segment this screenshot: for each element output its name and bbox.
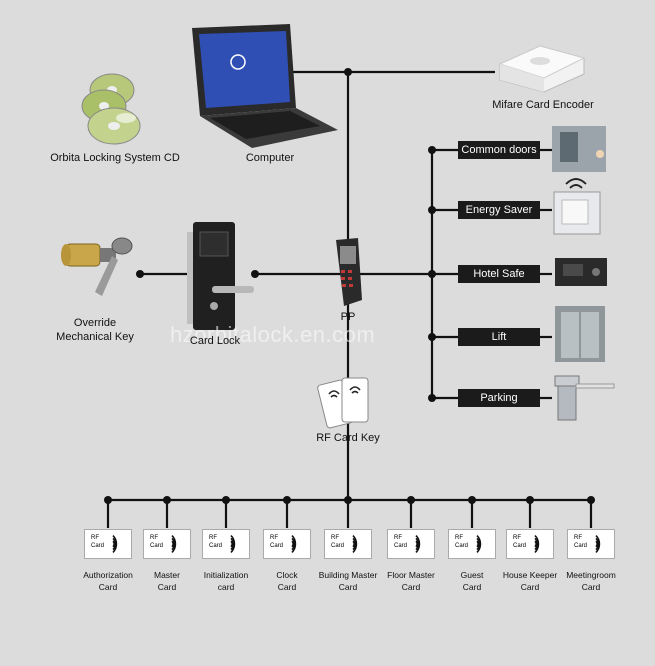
- card-lock-label: Card Lock: [189, 335, 241, 347]
- card-type-label: Authorization Card: [83, 570, 133, 592]
- rf-card-icon: RF Card: [567, 529, 615, 559]
- card-face-text: RF Card: [150, 535, 164, 549]
- mechanical-key-icon: [61, 237, 133, 296]
- override-key-label: Override Mechanical Key: [56, 317, 134, 343]
- watermark: hzorbitalock.en.com: [170, 322, 376, 347]
- wireless-signal-icon: [171, 535, 177, 553]
- card-face-text: RF Card: [394, 535, 408, 549]
- rf-card-icon: RF Card: [84, 529, 132, 559]
- laptop-icon: [192, 24, 338, 148]
- branch-label-hotel-safe: Hotel Safe: [458, 265, 540, 283]
- pp-label: PP: [340, 311, 356, 323]
- rf-card-icon: RF Card: [143, 529, 191, 559]
- elevator-icon: [555, 306, 605, 362]
- card-type-label: Meetingroom Card: [566, 570, 616, 592]
- rf-card-key-icon: [317, 377, 369, 429]
- rf-card-icon: RF Card: [448, 529, 496, 559]
- safe-box-icon: [555, 258, 607, 286]
- card-type-label: House Keeper Card: [502, 570, 558, 592]
- branch-label-lift: Lift: [458, 328, 540, 346]
- wireless-signal-icon: [534, 535, 540, 553]
- wireless-signal-icon: [415, 535, 421, 553]
- rf-card-icon: RF Card: [263, 529, 311, 559]
- computer-label: Computer: [245, 152, 295, 164]
- wireless-signal-icon: [352, 535, 358, 553]
- card-type-label: Master Card: [154, 570, 180, 592]
- branch-label-energy-saver: Energy Saver: [458, 201, 540, 219]
- card-type-label: Initialization card: [203, 570, 249, 592]
- rf-card-icon: RF Card: [387, 529, 435, 559]
- card-face-text: RF Card: [455, 535, 469, 549]
- card-face-text: RF Card: [209, 535, 223, 549]
- door-lock-photo-icon: [552, 126, 606, 172]
- branch-label-parking: Parking: [458, 389, 540, 407]
- wireless-signal-icon: [595, 535, 601, 553]
- wireless-signal-icon: [230, 535, 236, 553]
- rf-card-key-label: RF Card Key: [316, 432, 380, 444]
- cd-disc-icon: [81, 73, 141, 145]
- rf-card-icon: RF Card: [506, 529, 554, 559]
- card-face-text: RF Card: [513, 535, 527, 549]
- encoder-label: Mifare Card Encoder: [492, 99, 594, 111]
- card-face-text: RF Card: [574, 535, 588, 549]
- card-face-text: RF Card: [91, 535, 105, 549]
- rf-card-icon: RF Card: [202, 529, 250, 559]
- card-type-label: Clock Card: [276, 570, 298, 592]
- energy-saver-switch-icon: [553, 178, 601, 235]
- card-type-label: Building Master Card: [318, 570, 378, 592]
- card-lock-icon: [187, 222, 254, 330]
- wireless-signal-icon: [476, 535, 482, 553]
- parking-barrier-icon: [554, 375, 615, 421]
- junction-dots: [104, 68, 595, 504]
- rf-card-icon: RF Card: [324, 529, 372, 559]
- handheld-pp-icon: [336, 238, 362, 306]
- branch-label-common-doors: Common doors: [458, 141, 540, 159]
- card-encoder-icon: [498, 45, 586, 93]
- cd-label: Orbita Locking System CD: [50, 152, 180, 164]
- wireless-signal-icon: [112, 535, 118, 553]
- card-type-label: Floor Master Card: [387, 570, 435, 592]
- card-face-text: RF Card: [270, 535, 284, 549]
- card-face-text: RF Card: [331, 535, 345, 549]
- card-type-label: Guest Card: [460, 570, 484, 592]
- wireless-signal-icon: [291, 535, 297, 553]
